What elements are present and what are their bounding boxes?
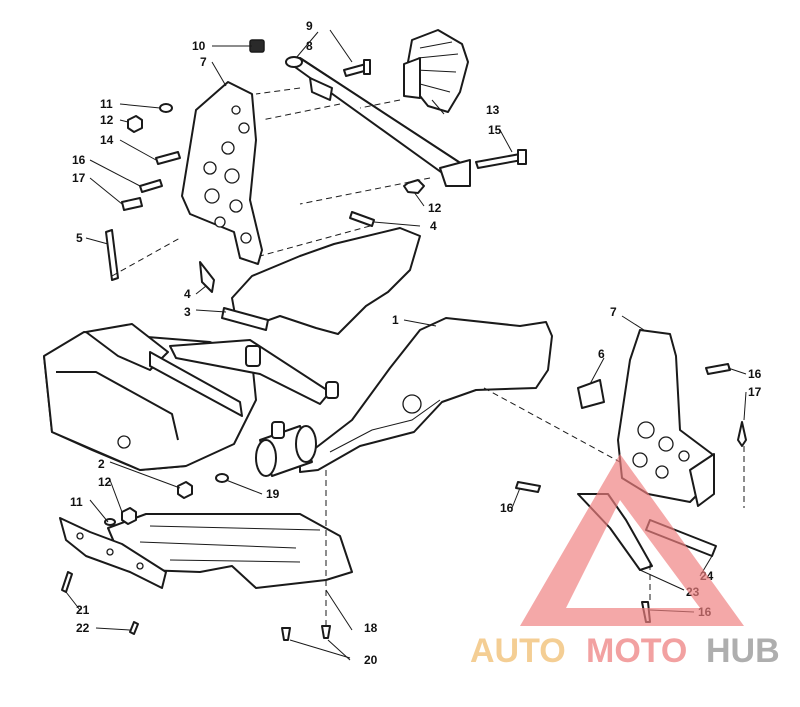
- steering-post-bar: [285, 56, 471, 187]
- rivet-part-16-left: [139, 179, 163, 193]
- screw-part-20-left: [281, 627, 291, 641]
- bolt-part-14: [155, 151, 181, 165]
- callout-3: 3: [184, 305, 191, 319]
- callout-20: 20: [364, 653, 378, 667]
- callout-8: 8: [306, 39, 313, 53]
- callout-6: 6: [598, 347, 605, 361]
- watermark-auto: AUTO: [470, 632, 566, 670]
- steering-bracket-part-13: [403, 29, 469, 113]
- callout-2: 2: [98, 457, 105, 471]
- watermark-moto: MOTO: [586, 632, 687, 670]
- nut-part-12-left: [127, 115, 143, 133]
- callout-17-left: 17: [72, 171, 86, 185]
- rivet-part-16-right: [705, 363, 731, 375]
- screw-part-20-right: [321, 625, 331, 639]
- callout-14: 14: [100, 133, 114, 147]
- bolt-part-9: [343, 59, 371, 77]
- callout-16-right: 16: [748, 367, 762, 381]
- screw-part-22: [129, 621, 139, 635]
- screw-part-21: [61, 571, 73, 593]
- watermark-triangle-logo: [520, 454, 744, 626]
- washer-part-11-left: [159, 103, 173, 113]
- callout-11-bottom: 11: [70, 495, 83, 509]
- nut-part-12-bottom: [121, 507, 137, 525]
- watermark: AUTO MOTO HUB: [470, 454, 780, 670]
- rod-part-5: [105, 229, 119, 281]
- callout-10: 10: [192, 39, 206, 53]
- callout-16-left: 16: [72, 153, 86, 167]
- callout-7-right: 7: [610, 305, 617, 319]
- callout-1: 1: [392, 313, 399, 327]
- callout-7-left: 7: [200, 55, 207, 69]
- callout-13: 13: [486, 103, 500, 117]
- side-plate-part-7-right: [617, 329, 715, 507]
- rivet-part-4-top: [349, 211, 375, 227]
- nut-part-12-top: [403, 179, 425, 194]
- callout-16-mid: 16: [500, 501, 514, 515]
- callout-15: 15: [488, 123, 502, 137]
- watermark-hub: HUB: [706, 632, 780, 670]
- bolt-part-10: [249, 39, 265, 53]
- bolt-part-15: [475, 149, 527, 169]
- callout-18: 18: [364, 621, 378, 635]
- callout-17-right: 17: [748, 385, 762, 399]
- washer-part-11-bottom: [104, 518, 116, 526]
- main-frame-part-1: [43, 227, 553, 477]
- callout-4-top: 4: [430, 219, 437, 233]
- nut-part-2: [177, 481, 193, 499]
- bracket-part-6: [577, 379, 605, 409]
- callout-21: 21: [76, 603, 90, 617]
- assembly-lines: [111, 87, 745, 626]
- callout-4-center: 4: [184, 287, 191, 301]
- callout-5: 5: [76, 231, 83, 245]
- callout-labels: 10 9 8 7 11 12 14 16 17 5 13 15 12 4 4 3…: [70, 19, 762, 667]
- callout-12-top: 12: [428, 201, 442, 215]
- callout-leaders: [65, 29, 747, 661]
- callout-12-left: 12: [100, 113, 114, 127]
- callout-22: 22: [76, 621, 90, 635]
- callout-19: 19: [266, 487, 280, 501]
- pin-part-3: [221, 307, 269, 331]
- rivet-part-16-mid: [515, 481, 541, 493]
- callout-9: 9: [306, 19, 313, 33]
- side-plate-part-7-left: [181, 81, 263, 265]
- callout-11-left: 11: [100, 97, 113, 111]
- front-bumper-part-21: [59, 517, 167, 589]
- rivet-part-17-right: [737, 421, 747, 447]
- callout-12-bottom: 12: [98, 475, 112, 489]
- rivet-part-4-center: [199, 261, 215, 293]
- rivet-part-17-left: [121, 197, 143, 211]
- nut-part-19: [215, 473, 229, 483]
